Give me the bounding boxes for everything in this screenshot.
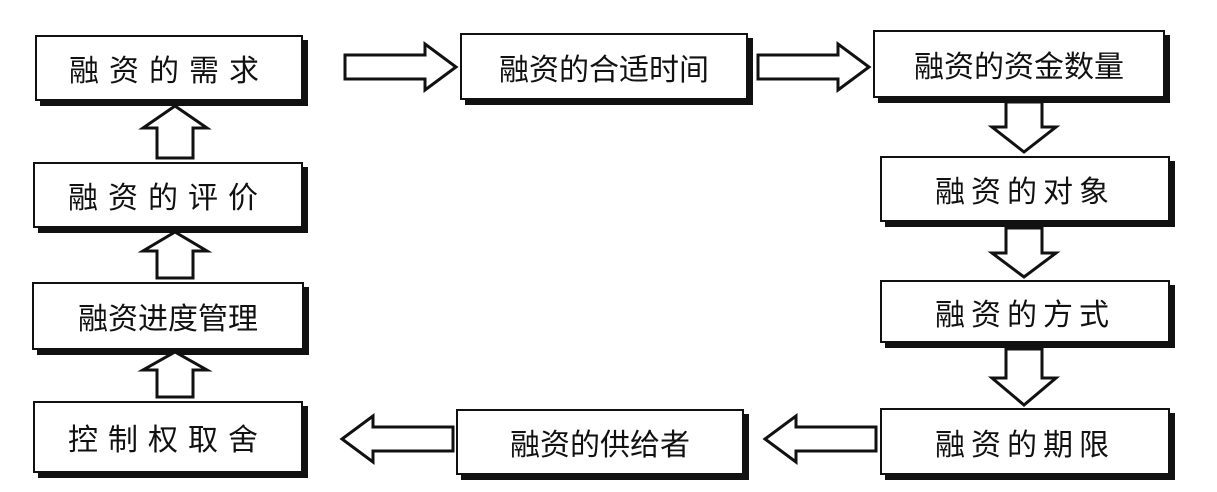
box-term: 融资的期限 [880,408,1170,475]
arrow-amount-to-target [987,100,1061,154]
box-progress: 融资进度管理 [32,282,304,350]
box-supplier: 融资的供给者 [456,409,744,475]
arrow-timing-to-amount [756,41,872,93]
arrow-progress-to-evaluation [137,230,213,280]
box-amount: 融资的资金数量 [873,30,1165,98]
arrow-supplier-to-control [339,413,455,465]
arrow-term-to-supplier [762,413,878,465]
box-evaluation: 融资的评价 [33,162,303,228]
arrow-evaluation-to-demand [138,104,212,160]
box-timing: 融资的合适时间 [460,33,748,100]
arrow-method-to-term [987,347,1061,407]
box-target: 融资的对象 [880,156,1170,222]
box-method: 融资的方式 [880,280,1170,343]
box-control: 控制权取舍 [33,401,303,473]
arrow-demand-to-timing [343,41,459,93]
arrow-control-to-progress [137,350,213,399]
box-financing-demand: 融资的需求 [35,35,303,101]
arrow-target-to-method [987,226,1061,279]
